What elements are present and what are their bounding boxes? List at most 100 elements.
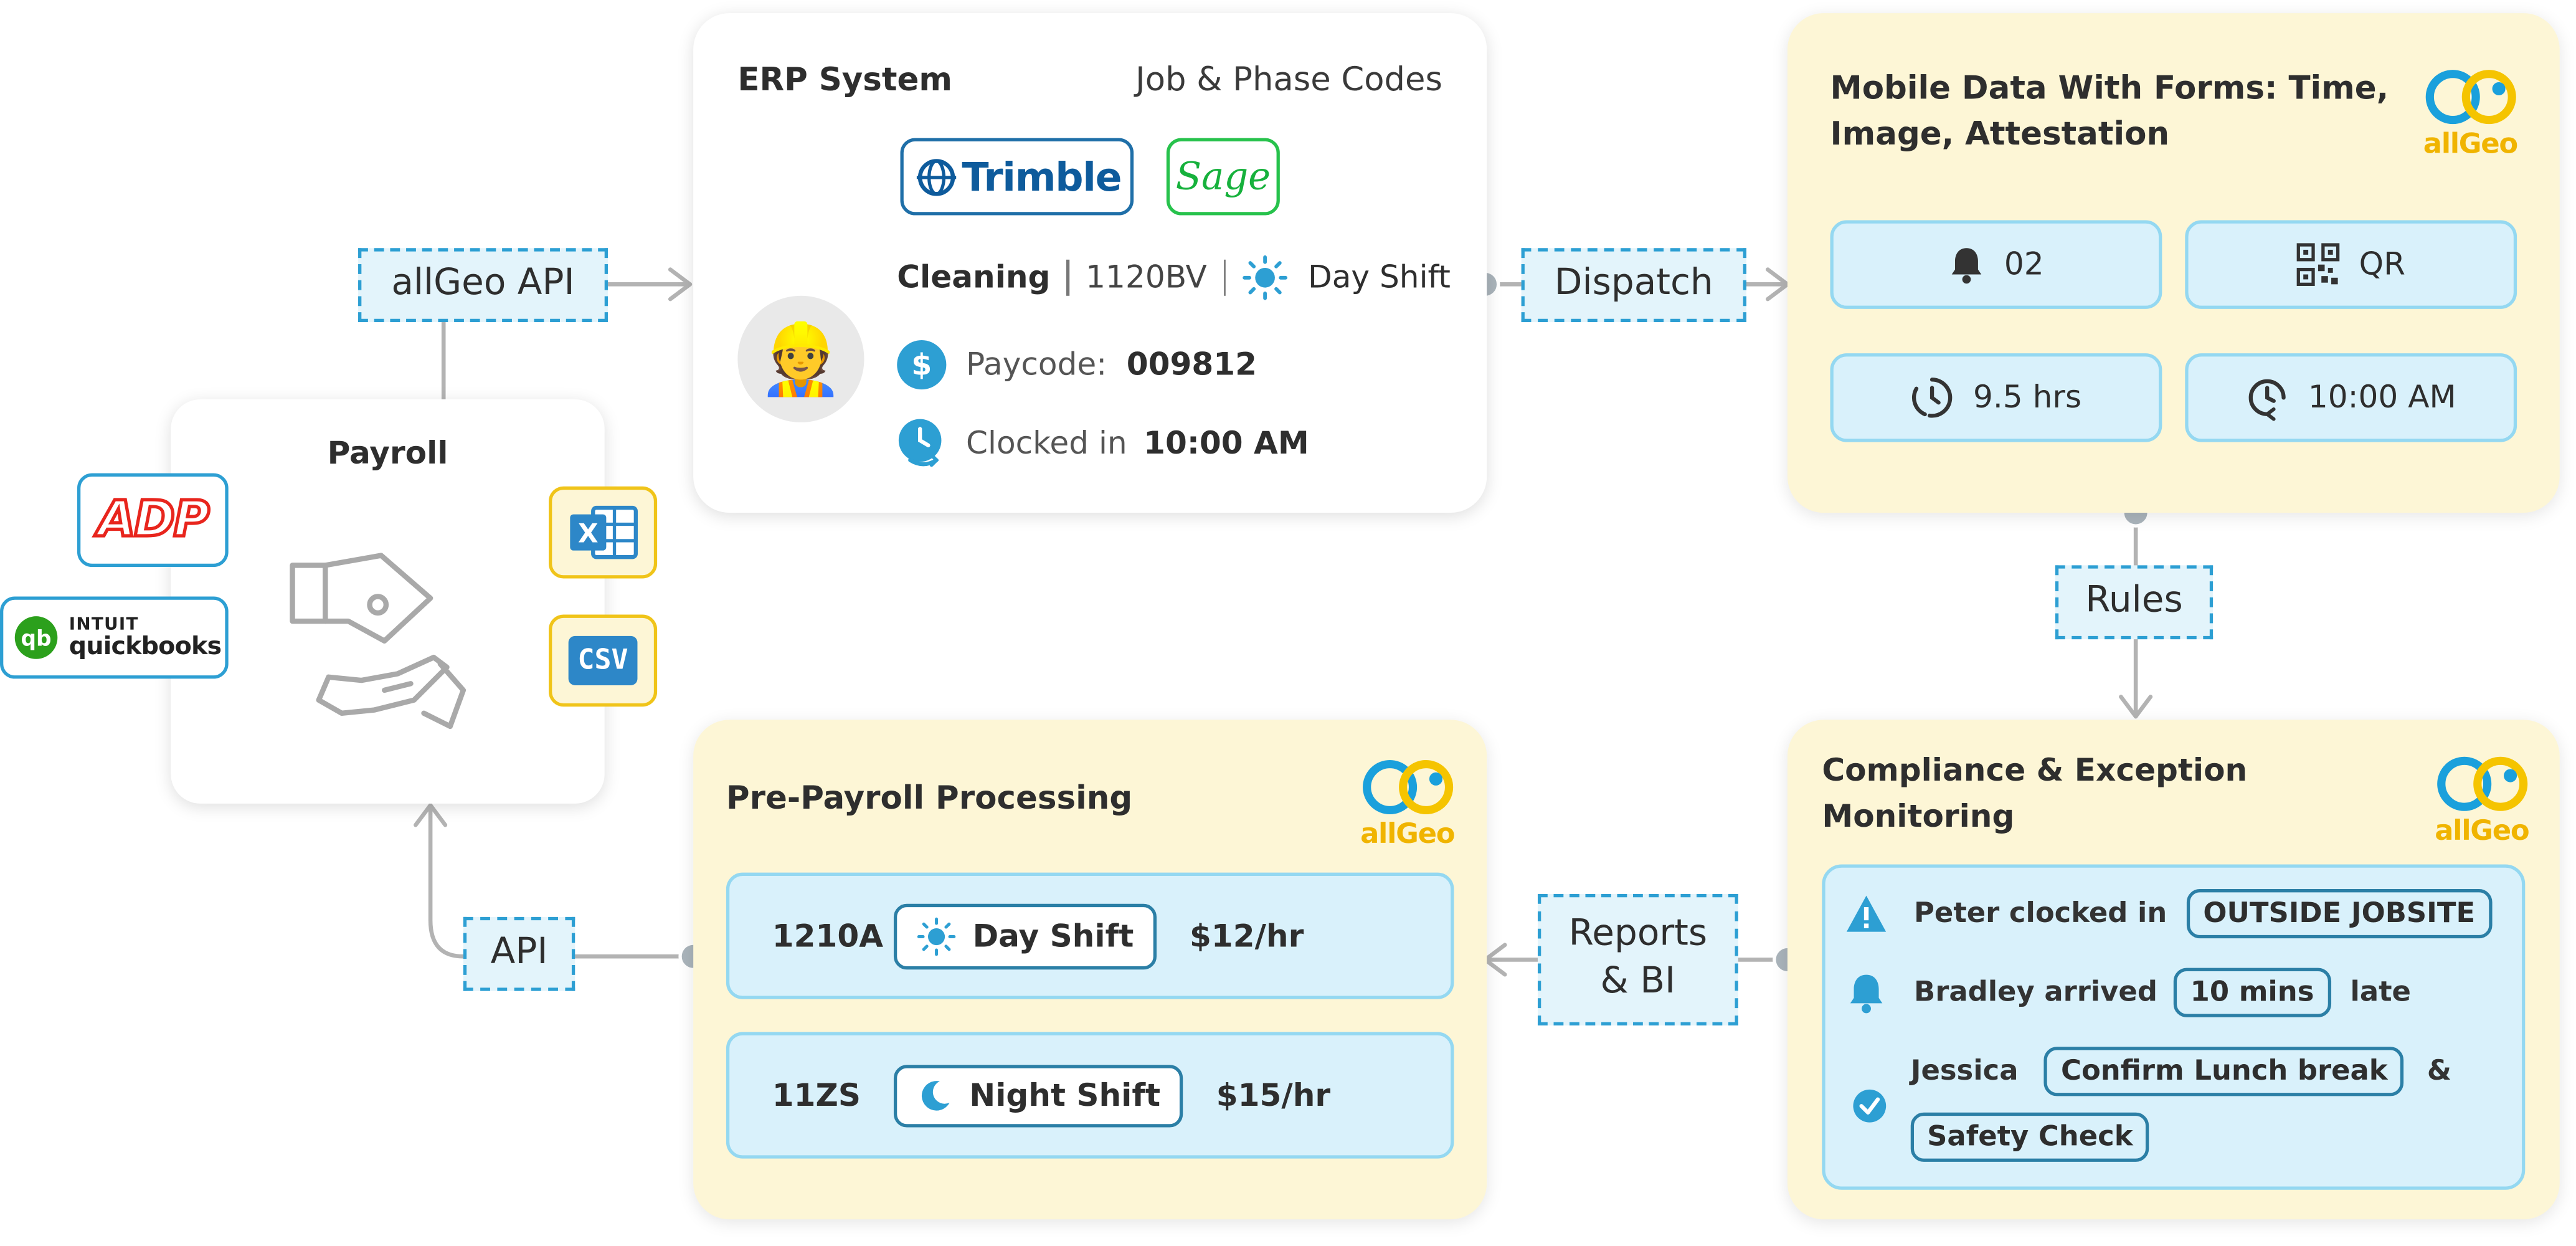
outside-jobsite-badge: OUTSIDE JOBSITE [2186, 889, 2492, 939]
clocked-value: 10:00 AM [1144, 426, 1309, 462]
allgeo-logo: allGeo [2420, 66, 2525, 168]
divider [1223, 259, 1226, 296]
bell-icon [1850, 974, 1883, 1014]
trimble-logo: Trimble [900, 138, 1134, 216]
allgeo-rings-icon [1363, 759, 1454, 815]
quickbooks-icon: qb [14, 616, 58, 659]
exception-row-late: Bradley arrived 10 mins late [1845, 964, 2411, 1020]
moon-icon [921, 1080, 950, 1110]
csv-logo: CSV [549, 614, 658, 707]
shift-pill: Night Shift [893, 1063, 1184, 1127]
allgeo-wordmark: allGeo [2435, 815, 2529, 849]
allgeo-wordmark: allGeo [2423, 128, 2518, 161]
qr-label: QR [2359, 246, 2405, 283]
shift-rate: $15/hr [1216, 1077, 1331, 1114]
worker-avatar: 👷 [737, 295, 864, 422]
job-name: Cleaning [897, 259, 1051, 296]
late-badge: 10 mins [2174, 968, 2331, 1017]
svg-text:$: $ [911, 348, 932, 382]
dispatch-label: Dispatch [1521, 248, 1746, 323]
clock-icon [898, 419, 942, 467]
shift-row-night: 11ZS Night Shift $15/hr [726, 1032, 1454, 1159]
sun-icon [917, 916, 956, 955]
rules-label: Rules [2055, 565, 2214, 640]
trimble-globe-icon [916, 158, 955, 196]
quickbooks-logo: qb INTUIT quickbooks [0, 596, 229, 679]
allgeo-logo: allGeo [1357, 756, 1462, 858]
adp-label: ADP [96, 490, 211, 551]
clock-return-icon [2248, 379, 2286, 421]
exception-name: Peter clocked in [1914, 897, 2167, 930]
shift-code: 1210A [772, 918, 884, 954]
excel-icon: X [570, 505, 638, 559]
hours-label: 9.5 hrs [1972, 379, 2082, 416]
allgeo-rings-icon [2425, 70, 2516, 125]
csv-label: CSV [567, 635, 638, 685]
clock-in-label: 10:00 AM [2308, 379, 2456, 416]
shift-label: Day Shift [1308, 259, 1451, 296]
qr-tile: QR [2185, 220, 2517, 309]
paycode-value: 009812 [1126, 346, 1257, 383]
reports-bi-label: Reports & BI [1537, 893, 1738, 1025]
sage-logo: Sage [1166, 138, 1280, 216]
clocked-row: Clocked in 10:00 AM [897, 417, 1309, 470]
dollar-icon: $ [897, 340, 947, 390]
allgeo-api-label: allGeo API [358, 248, 608, 323]
sage-label: Sage [1175, 155, 1271, 198]
ampersand: & [2427, 1055, 2452, 1088]
payroll-card: Payroll [171, 399, 605, 804]
lunch-break-badge: Confirm Lunch break [2044, 1047, 2405, 1096]
shift-name: Night Shift [969, 1077, 1161, 1114]
exception-name: Bradley arrived [1914, 976, 2157, 1009]
hours-tile: 9.5 hrs [1830, 353, 2162, 442]
safety-check-badge: Safety Check [1910, 1112, 2149, 1162]
clocked-label: Clocked in [966, 426, 1127, 462]
payroll-title: Payroll [327, 435, 448, 472]
exception-panel: Peter clocked in OUTSIDE JOBSITE Bradley… [1822, 864, 2526, 1190]
erp-system-card: ERP System Job & Phase Codes Trimble Sag… [693, 13, 1487, 513]
excel-label: X [578, 518, 599, 548]
compliance-title: Compliance & Exception Monitoring [1822, 753, 2248, 834]
bell-icon [1951, 248, 1981, 284]
shift-rate: $12/hr [1190, 918, 1304, 954]
job-code: 1120BV [1086, 259, 1207, 296]
quickbooks-wordmark: INTUIT quickbooks [69, 615, 222, 660]
divider [1066, 259, 1069, 296]
paycode-row: $ Paycode: 009812 [897, 338, 1257, 391]
api-label: API [463, 916, 575, 991]
sun-icon [1243, 255, 1288, 300]
mobile-title: Mobile Data With Forms: Time, Image, Att… [1830, 69, 2389, 154]
paycode-label: Paycode: [966, 346, 1107, 383]
allgeo-wordmark: allGeo [1360, 818, 1455, 852]
timer-icon [1911, 378, 1953, 418]
trimble-label: Trimble [962, 153, 1122, 200]
allgeo-rings-icon [2437, 756, 2528, 811]
payment-hand-icon [290, 553, 466, 730]
check-icon [1852, 1088, 1888, 1131]
adp-logo: ADP [77, 473, 229, 568]
excel-logo: X [549, 486, 658, 579]
reports-line1: Reports [1568, 914, 1708, 956]
shift-pill: Day Shift [893, 903, 1157, 969]
exception-row-safety: Safety Check [1910, 1110, 2149, 1166]
compliance-card: Compliance & Exception Monitoring allGeo… [1787, 720, 2560, 1220]
job-row: Cleaning 1120BV Day Shift [897, 255, 1451, 300]
erp-subtitle: Job & Phase Codes [1135, 59, 1442, 99]
exception-name: Jessica [1910, 1055, 2019, 1088]
qr-code-icon [2296, 243, 2339, 286]
svg-text:qb: qb [21, 627, 51, 652]
quickbooks-label: quickbooks [69, 630, 222, 660]
exception-row-outside: Peter clocked in OUTSIDE JOBSITE [1845, 886, 2492, 942]
late-suffix: late [2350, 976, 2411, 1009]
allgeo-logo: allGeo [2432, 753, 2537, 855]
intuit-label: INTUIT [69, 615, 139, 635]
erp-title: ERP System [737, 60, 953, 99]
clock-in-tile: 10:00 AM [2185, 353, 2517, 442]
pre-payroll-title: Pre-Payroll Processing [726, 779, 1133, 817]
exception-row-lunch: Jessica Confirm Lunch break & [1911, 1044, 2451, 1100]
shift-name: Day Shift [972, 918, 1134, 954]
notification-count: 02 [2004, 246, 2044, 283]
warning-icon [1846, 895, 1887, 932]
shift-code: 11ZS [772, 1077, 861, 1114]
pre-payroll-card: Pre-Payroll Processing allGeo 1210A [693, 720, 1487, 1220]
